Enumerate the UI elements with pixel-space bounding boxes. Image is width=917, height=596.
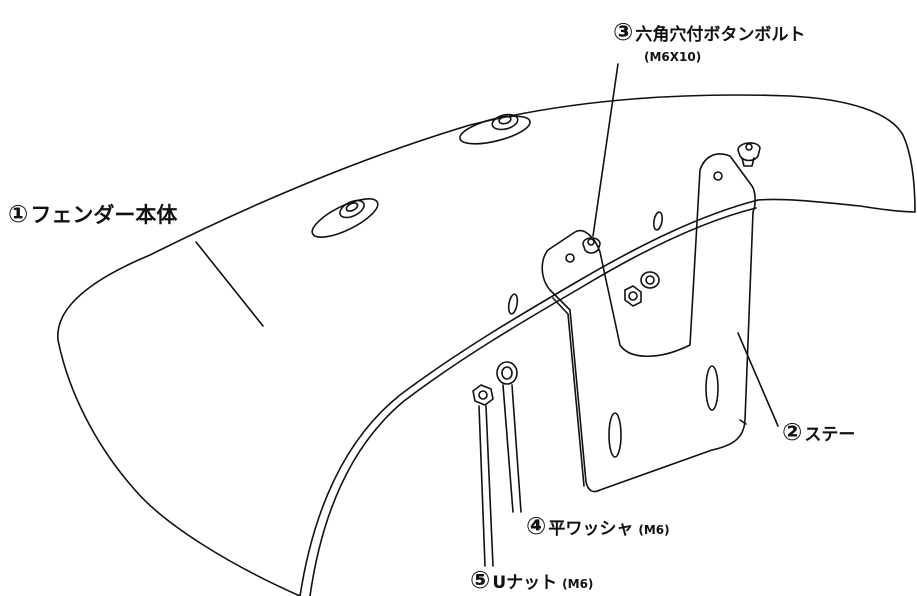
fender-body-outline [57, 94, 916, 596]
part-number: ② [782, 418, 803, 446]
fender-hole [640, 271, 660, 289]
part-name: Uナット [492, 573, 558, 593]
stay-hole [565, 253, 575, 263]
part-number: ③ [613, 18, 634, 46]
button-bolt [737, 142, 761, 167]
leader-line-stay [737, 332, 779, 427]
leader-line-nut [485, 405, 494, 567]
part-spec: (M6) [638, 523, 670, 537]
stay-slot [705, 365, 719, 411]
fender-edge-line [299, 199, 759, 596]
label-button-bolt-spec: (M6X10) [644, 51, 701, 63]
stay-slot [608, 412, 622, 458]
fender-edge-inner-line [309, 207, 757, 596]
part-number: ① [8, 200, 29, 228]
fender-slot [652, 211, 664, 231]
fender-mount-boss [311, 198, 379, 238]
part-name: フェンダー本体 [30, 203, 178, 227]
stay-nut [624, 285, 642, 307]
leader-line-nut [478, 405, 486, 567]
leader-line-washer [511, 384, 522, 513]
part-number: ④ [526, 512, 547, 540]
stay-bracket-outline [541, 153, 756, 493]
fender-mount-boss [459, 113, 531, 145]
part-name: 六角穴付ボタンボルト [635, 25, 806, 45]
fender-slot [507, 293, 519, 315]
flat-washer [496, 361, 518, 385]
stay-bracket-edge [739, 419, 747, 425]
leader-line-washer [502, 384, 514, 513]
part-name: 平ワッシャ [548, 519, 634, 539]
leader-line-fender [195, 241, 264, 327]
stay-bracket-edge [552, 297, 585, 487]
fender-hole [645, 275, 655, 285]
label-fender-body: ①フェンダー本体 [8, 202, 177, 226]
stay-hole [713, 171, 723, 181]
part-name: ステー [804, 425, 856, 445]
leader-line-bolt [592, 63, 619, 237]
u-nut [472, 384, 494, 406]
part-spec: (M6X10) [644, 50, 702, 64]
button-bolt [582, 237, 601, 254]
part-spec: (M6) [562, 577, 594, 591]
part-number: ⑤ [470, 566, 491, 594]
